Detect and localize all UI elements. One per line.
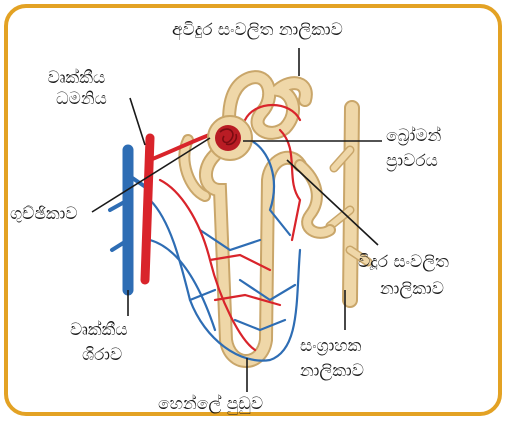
label-bowmans-capsule-line2: ප්‍රාවරය [386, 151, 441, 172]
label-distal-tubule: විදූර සංවලිත නාලිකාව [358, 252, 449, 300]
label-collecting-duct-line2: නාලිකාව [300, 361, 364, 382]
label-renal-vein: වෘක්කීය ශිරාව [70, 320, 128, 366]
label-renal-vein-line2: ශිරාව [70, 345, 128, 366]
label-renal-vein-line1: වෘක්කීය [70, 320, 128, 341]
label-loop-of-henle: හෙන්ලේ පුඩුව [158, 394, 263, 415]
tubule [184, 77, 330, 361]
label-renal-artery-line1: වෘක්කීය [46, 68, 107, 89]
label-renal-artery-line2: ධමනිය [46, 89, 107, 110]
label-proximal-tubule: අවිදුර සංවලිත නාලිකාව [172, 20, 343, 41]
label-collecting-duct-line1: සංග්‍රාහක [300, 336, 364, 357]
label-bowmans-capsule-line1: බ්‍රෝමන් [386, 126, 441, 147]
label-bowmans-capsule: බ්‍රෝමන් ප්‍රාවරය [386, 126, 441, 172]
label-distal-tubule-line1: විදූර සංවලිත [358, 252, 449, 273]
label-renal-artery: වෘක්කීය ධමනිය [46, 68, 107, 110]
glomerulus [215, 125, 241, 151]
label-collecting-duct: සංග්‍රාහක නාලිකාව [300, 336, 364, 382]
label-distal-tubule-line2: නාලිකාව [358, 279, 449, 300]
label-glomerulus: ගුච්ඡිකාව [10, 204, 78, 225]
